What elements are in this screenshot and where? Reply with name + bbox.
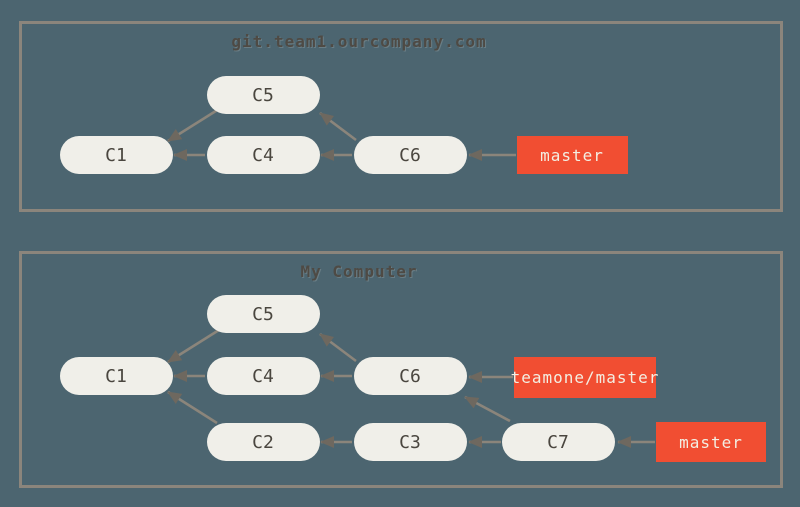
commit-node-server-c6-label: C6 <box>399 144 421 166</box>
server-repo-title: git.team1.ourcompany.com <box>231 32 487 51</box>
local-repo-box: My Computer <box>19 251 783 488</box>
commit-node-server-c4: C4 <box>206 136 320 174</box>
branch-label-server-master: master <box>516 136 628 174</box>
commit-node-server-c1: C1 <box>59 136 173 174</box>
commit-node-local-c3-label: C3 <box>399 431 421 453</box>
commit-node-local-c4-label: C4 <box>252 365 274 387</box>
commit-node-local-c5: C5 <box>206 295 320 333</box>
commit-node-local-c2-label: C2 <box>252 431 274 453</box>
commit-node-local-c7-label: C7 <box>547 431 569 453</box>
commit-node-server-c5: C5 <box>206 76 320 114</box>
commit-node-local-c5-label: C5 <box>252 303 274 325</box>
local-repo-title: My Computer <box>300 262 418 281</box>
branch-label-server-master-label: master <box>540 145 604 165</box>
commit-node-local-c7: C7 <box>501 423 615 461</box>
server-repo-box: git.team1.ourcompany.com <box>19 21 783 212</box>
branch-label-teamone-master: teamone/master <box>511 356 658 398</box>
commit-node-local-c6-label: C6 <box>399 365 421 387</box>
commit-node-local-c1-label: C1 <box>105 365 127 387</box>
branch-label-local-master-label: master <box>679 432 743 452</box>
commit-node-local-c1: C1 <box>59 357 173 395</box>
branch-label-local-master: master <box>656 422 766 462</box>
commit-node-server-c5-label: C5 <box>252 84 274 106</box>
commit-node-local-c4: C4 <box>206 357 320 395</box>
commit-node-server-c4-label: C4 <box>252 144 274 166</box>
commit-node-server-c1-label: C1 <box>105 144 127 166</box>
branch-label-teamone-master-label: teamone/master <box>510 367 660 387</box>
commit-node-local-c6: C6 <box>353 357 467 395</box>
commit-node-server-c6: C6 <box>353 136 467 174</box>
commit-node-local-c2: C2 <box>206 423 320 461</box>
commit-node-local-c3: C3 <box>353 423 467 461</box>
